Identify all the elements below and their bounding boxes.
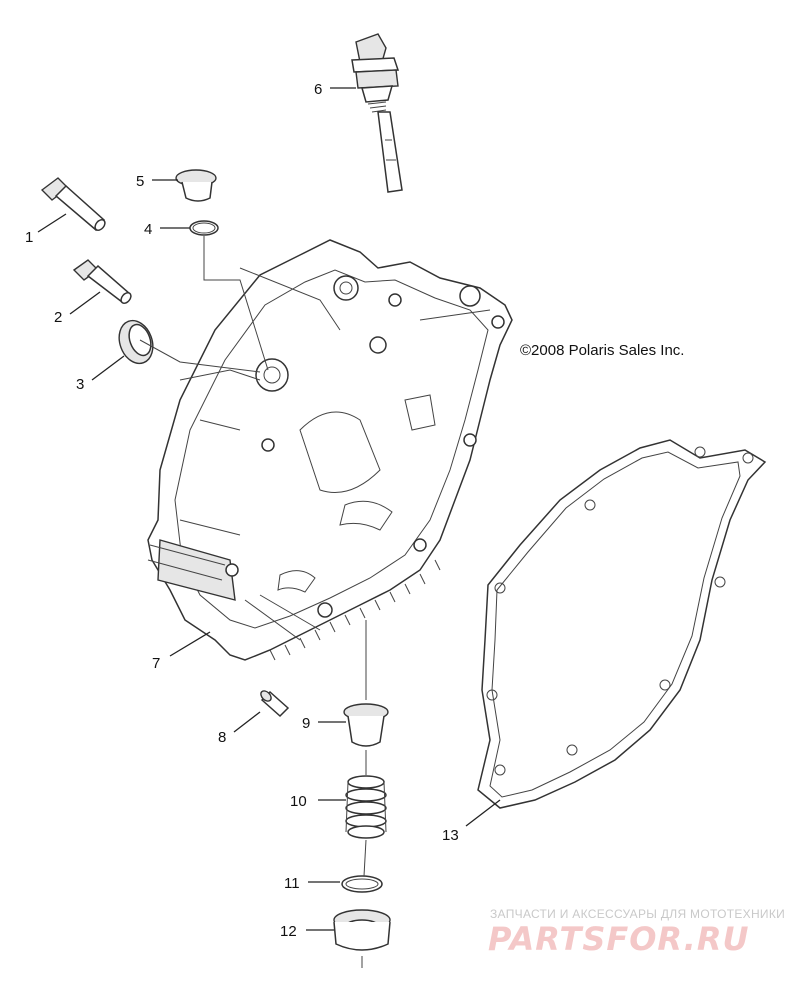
part-13-gasket: [477, 439, 767, 809]
callout-6: 6: [314, 81, 322, 98]
watermark-tagline: ЗАПЧАСТИ И АКСЕССУАРЫ ДЛЯ МОТОТЕХНИКИ: [490, 907, 785, 921]
callout-1: 1: [25, 229, 33, 246]
callout-10: 10: [290, 793, 307, 810]
callout-labels: 1 2 3 4 5 6 7 8 9 10 11 12 13: [25, 81, 459, 940]
part-11-o-ring: [341, 875, 383, 893]
callout-4: 4: [144, 221, 152, 238]
callout-9: 9: [302, 715, 310, 732]
part-12-cap: [333, 909, 391, 951]
part-4-o-ring: [189, 220, 219, 236]
watermark: ЗАПЧАСТИ И АКСЕССУАРЫ ДЛЯ МОТОТЕХНИКИ PA…: [488, 907, 785, 958]
part-1-bolt: [40, 177, 106, 232]
callout-13: 13: [442, 827, 459, 844]
callout-3: 3: [76, 376, 84, 393]
part-10-spring: [345, 775, 387, 839]
part-6-dipstick: [351, 33, 403, 193]
callout-7: 7: [152, 655, 160, 672]
part-7-crankcase-cover: [147, 239, 513, 661]
watermark-logo: PARTSFOR.RU: [488, 920, 749, 958]
callout-5: 5: [136, 173, 144, 190]
callout-2: 2: [54, 309, 62, 326]
callout-12: 12: [280, 923, 297, 940]
part-2-bolt: [72, 259, 132, 305]
leader-lines: [37, 87, 501, 968]
copyright-text: ©2008 Polaris Sales Inc.: [520, 342, 684, 359]
part-5-plug: [175, 169, 217, 202]
part-8-dowel-pin: [260, 690, 290, 718]
part-9-valve: [343, 703, 389, 747]
callout-8: 8: [218, 729, 226, 746]
callout-11: 11: [284, 875, 300, 892]
part-3-seal: [118, 319, 154, 365]
